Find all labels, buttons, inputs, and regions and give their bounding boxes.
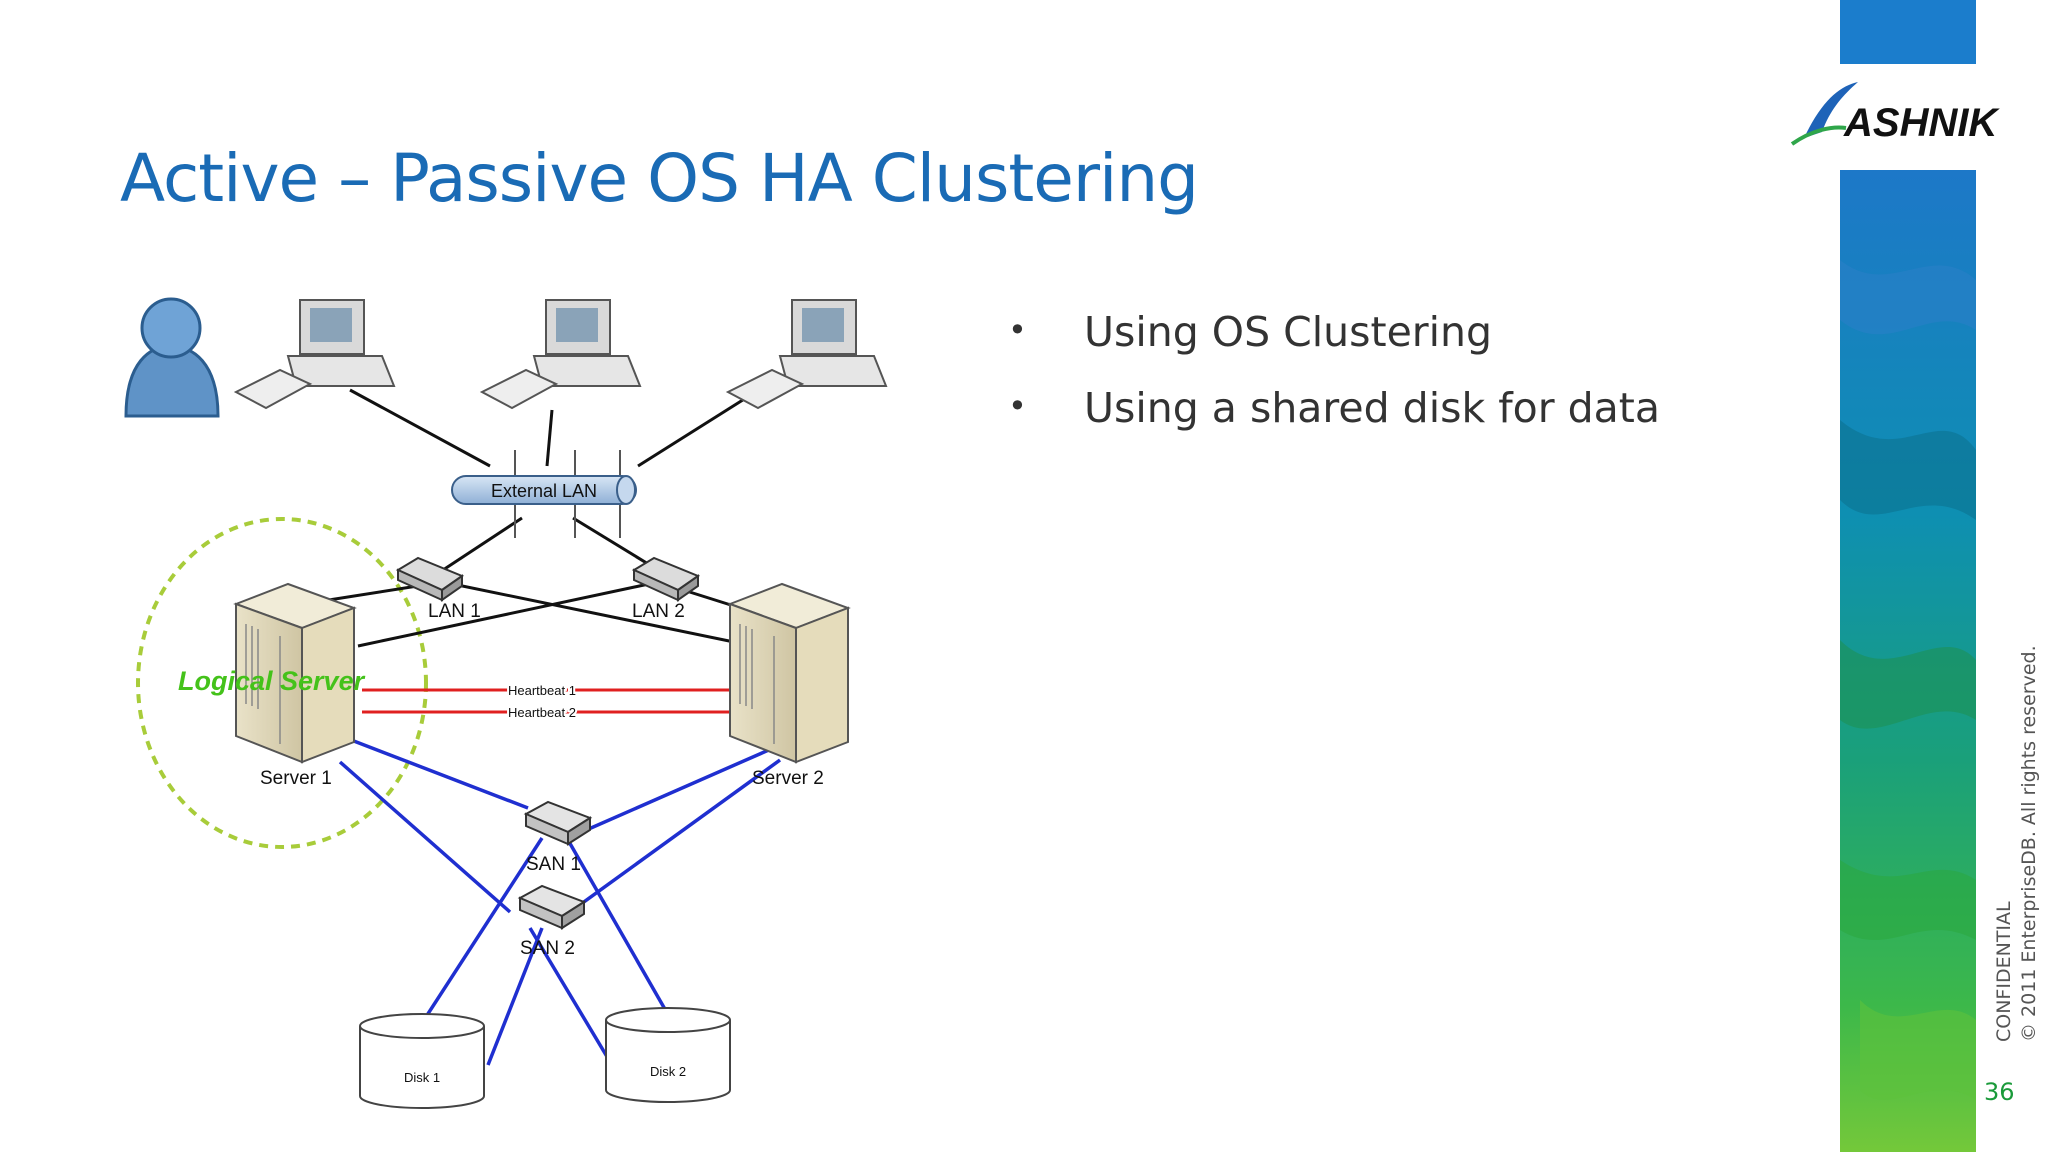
bullet-text: Using OS Clustering (1084, 308, 1493, 356)
bullet-item: • Using OS Clustering (1000, 308, 1660, 356)
workstation-icon (479, 299, 642, 410)
external-lan-links (315, 384, 766, 648)
disk1-label: Disk 1 (404, 1070, 440, 1085)
workstation-icon (233, 299, 396, 410)
disk2-label: Disk 2 (650, 1064, 686, 1079)
heartbeat1-label: Heartbeat 1 (508, 683, 576, 698)
bullet-dot-icon: • (1008, 311, 1027, 349)
bullet-dot-icon: • (1008, 387, 1027, 425)
external-lan-bus (451, 475, 637, 505)
bullet-list: • Using OS Clustering • Using a shared d… (1000, 308, 1660, 460)
disk1-icon (359, 1013, 485, 1109)
bullet-item: • Using a shared disk for data (1000, 384, 1660, 432)
copyright-label: © 2011 EnterpriseDB. All rights reserved… (2018, 645, 2040, 1042)
decorative-side-strip (1840, 0, 1976, 1152)
server2-icon (727, 582, 851, 764)
lan2-switch-icon (631, 556, 701, 602)
lan1-switch-icon (395, 556, 465, 602)
server2-label: Server 2 (752, 768, 824, 789)
lan2-label: LAN 2 (632, 601, 685, 622)
external-lan-label: External LAN (491, 481, 597, 501)
logical-server-circle (136, 517, 428, 849)
confidential-label: CONFIDENTIAL (1993, 901, 2015, 1042)
logical-server-label: Logical Server (178, 666, 366, 696)
disk2-icon (605, 1007, 731, 1103)
san1-label: SAN 1 (526, 854, 581, 875)
workstation-icon (725, 299, 888, 410)
heartbeat2-label: Heartbeat 2 (508, 705, 576, 720)
server1-icon (233, 582, 357, 764)
company-logo: ASHNIK (1782, 80, 2008, 150)
server1-label: Server 1 (260, 768, 332, 789)
bullet-text: Using a shared disk for data (1084, 384, 1660, 432)
san1-switch-icon (523, 800, 593, 846)
san2-switch-icon (517, 884, 587, 930)
page-number: 36 (1984, 1078, 2015, 1106)
user-icon (124, 297, 220, 418)
heartbeat-lines (362, 688, 738, 714)
san-links (338, 736, 788, 1066)
logo-wordmark: ASHNIK (1843, 101, 2000, 145)
lan1-label: LAN 1 (428, 601, 481, 622)
san2-label: SAN 2 (520, 938, 575, 959)
footer-notice: CONFIDENTIAL © 2011 EnterpriseDB. All ri… (1992, 622, 2042, 1042)
slide-title: Active – Passive OS HA Clustering (120, 140, 1199, 217)
network-diagram: External LAN LAN 1 LAN 2 Logical Server … (124, 297, 888, 1109)
